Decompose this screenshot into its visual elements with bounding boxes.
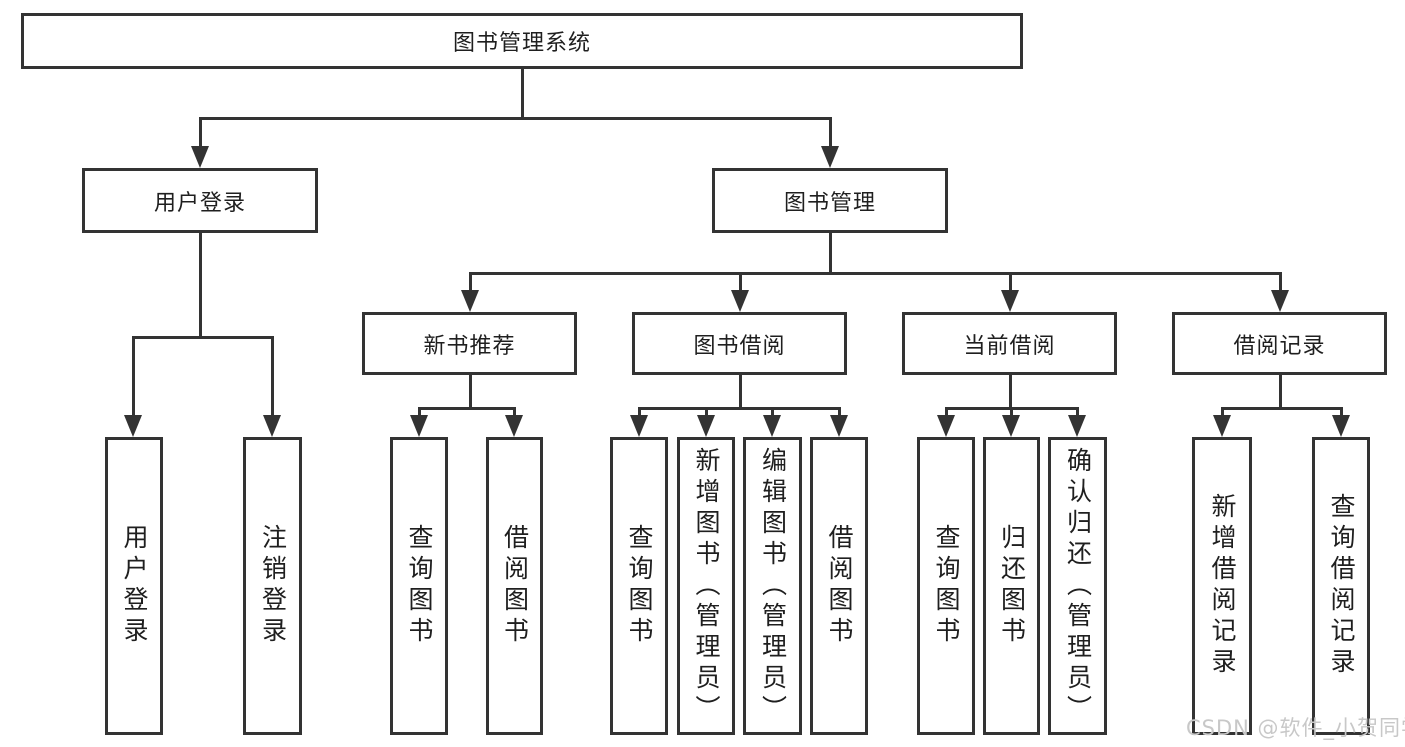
arrow-down-icon: [124, 415, 142, 437]
node-book-management: 图书管理: [712, 168, 948, 233]
connector-stem: [521, 69, 524, 120]
node-library-system-label: 图书管理系统: [452, 31, 591, 56]
node-current-borrowing-label: 当前借阅: [963, 333, 1056, 359]
node-leaf-add-borrow-record-label: 新增借阅记录: [1208, 493, 1237, 679]
connector-arrow-shaft: [513, 407, 516, 418]
node-leaf-confirm-return-admin: 确认归还（管理员）: [1048, 437, 1107, 735]
node-borrowing-records-label: 借阅记录: [1233, 333, 1326, 359]
arrow-down-icon: [1001, 290, 1019, 312]
node-user-login: 用户登录: [82, 168, 318, 233]
node-leaf-query-books-2-label: 查询图书: [625, 524, 654, 648]
connector-arrow-shaft: [1076, 407, 1079, 418]
arrow-down-icon: [1213, 415, 1231, 437]
node-leaf-logout-label: 注销登录: [258, 524, 288, 648]
connector-arrow-shaft: [1340, 407, 1343, 418]
watermark: CSDN @软件_小贺同学: [1186, 716, 1405, 740]
node-leaf-user-login-label: 用户登录: [120, 524, 149, 648]
connector-arrow-shaft: [1221, 407, 1224, 418]
connector-arrow-shaft: [638, 407, 641, 418]
connector-arrow-shaft: [1009, 272, 1012, 293]
node-leaf-edit-books-admin: 编辑图书（管理员）: [743, 437, 802, 735]
node-user-login-label: 用户登录: [153, 190, 246, 216]
connector-stem: [739, 375, 742, 410]
connector-branch: [469, 272, 1282, 275]
arrow-down-icon: [1068, 415, 1086, 437]
connector-branch: [418, 407, 516, 410]
node-book-borrowing-label: 图书借阅: [693, 333, 786, 359]
node-borrowing-records: 借阅记录: [1172, 312, 1387, 375]
node-leaf-query-books-1: 查询图书: [390, 437, 448, 735]
node-leaf-query-books-1-label: 查询图书: [405, 524, 434, 648]
node-leaf-logout: 注销登录: [243, 437, 302, 735]
node-leaf-borrow-books-1-label: 借阅图书: [500, 524, 530, 648]
arrow-down-icon: [821, 146, 839, 168]
connector-branch: [638, 407, 841, 410]
arrow-down-icon: [731, 290, 749, 312]
connector-arrow-shaft: [469, 272, 472, 293]
node-book-borrowing: 图书借阅: [632, 312, 847, 375]
connector-branch: [1221, 407, 1343, 410]
connector-branch: [199, 117, 832, 120]
node-leaf-return-books: 归还图书: [983, 437, 1040, 735]
connector-arrow-shaft: [838, 407, 841, 418]
node-leaf-borrow-books-1: 借阅图书: [486, 437, 543, 735]
node-leaf-query-books-3-label: 查询图书: [932, 524, 961, 648]
arrow-down-icon: [461, 290, 479, 312]
arrow-down-icon: [505, 415, 523, 437]
connector-arrow-shaft: [945, 407, 948, 418]
arrow-down-icon: [937, 415, 955, 437]
node-new-book-recommend: 新书推荐: [362, 312, 577, 375]
connector-arrow-shaft: [132, 336, 135, 418]
node-leaf-add-borrow-record: 新增借阅记录: [1192, 437, 1252, 735]
connector-arrow-shaft: [705, 407, 708, 418]
arrow-down-icon: [1002, 415, 1020, 437]
node-leaf-add-books-admin: 新增图书（管理员）: [677, 437, 735, 735]
connector-arrow-shaft: [739, 272, 742, 293]
connector-arrow-shaft: [829, 117, 832, 149]
node-leaf-add-books-admin-label: 新增图书（管理员）: [692, 446, 721, 726]
connector-branch: [132, 336, 274, 339]
arrow-down-icon: [1271, 290, 1289, 312]
node-leaf-query-borrow-record: 查询借阅记录: [1312, 437, 1370, 735]
node-new-book-recommend-label: 新书推荐: [423, 333, 516, 359]
arrow-down-icon: [830, 415, 848, 437]
node-leaf-user-login: 用户登录: [105, 437, 163, 735]
arrow-down-icon: [263, 415, 281, 437]
connector-arrow-shaft: [771, 407, 774, 418]
connector-arrow-shaft: [271, 336, 274, 418]
arrow-down-icon: [697, 415, 715, 437]
connector-stem: [1009, 375, 1012, 410]
node-leaf-borrow-books-2: 借阅图书: [810, 437, 868, 735]
arrow-down-icon: [191, 146, 209, 168]
connector-stem: [469, 375, 472, 410]
arrow-down-icon: [410, 415, 428, 437]
node-leaf-return-books-label: 归还图书: [997, 524, 1027, 648]
node-leaf-query-books-3: 查询图书: [917, 437, 975, 735]
connector-arrow-shaft: [1010, 407, 1013, 418]
connector-arrow-shaft: [1279, 272, 1282, 293]
node-leaf-edit-books-admin-label: 编辑图书（管理员）: [758, 446, 788, 726]
connector-arrow-shaft: [199, 117, 202, 149]
connector-stem: [829, 233, 832, 275]
node-leaf-query-borrow-record-label: 查询借阅记录: [1327, 493, 1356, 679]
arrow-down-icon: [1332, 415, 1350, 437]
node-current-borrowing: 当前借阅: [902, 312, 1117, 375]
node-library-system: 图书管理系统: [21, 13, 1023, 69]
arrow-down-icon: [763, 415, 781, 437]
node-book-management-label: 图书管理: [783, 190, 876, 216]
connector-stem: [199, 233, 202, 339]
node-leaf-borrow-books-2-label: 借阅图书: [825, 524, 854, 648]
connector-stem: [1279, 375, 1282, 410]
arrow-down-icon: [630, 415, 648, 437]
connector-arrow-shaft: [418, 407, 421, 418]
node-leaf-confirm-return-admin-label: 确认归还（管理员）: [1063, 446, 1093, 726]
node-leaf-query-books-2: 查询图书: [610, 437, 668, 735]
